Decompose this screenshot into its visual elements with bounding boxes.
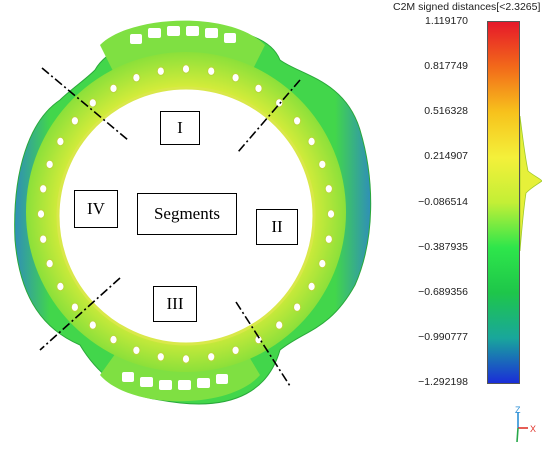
- bolt-hole: [109, 83, 118, 94]
- segment-label-iv: IV: [74, 190, 118, 228]
- scale-title: C2M signed distances[<2.3265]: [393, 1, 541, 13]
- bolt-hole: [181, 64, 191, 74]
- bolt-hole: [231, 73, 240, 83]
- bolt-hole: [109, 334, 118, 345]
- bolt-hole: [318, 159, 327, 170]
- segments-center-label: Segments: [137, 193, 237, 235]
- bolt-hole: [70, 116, 80, 126]
- bolt-hole: [156, 66, 165, 76]
- bolt-hole: [275, 320, 284, 330]
- bottom-slots: [122, 372, 228, 390]
- bolt-hole: [45, 258, 54, 269]
- scale-tick-4: −0.086514: [418, 195, 468, 208]
- bolt-hole: [307, 281, 316, 292]
- x-axis-label: X: [530, 424, 536, 434]
- bolt-hole: [326, 209, 336, 219]
- scale-tick-0: 1.119170: [424, 15, 468, 27]
- bolt-hole: [39, 184, 48, 194]
- bolt-hole: [45, 159, 54, 170]
- bolt-hole: [36, 209, 46, 219]
- bolt-hole: [231, 345, 240, 355]
- bolt-hole: [254, 83, 263, 94]
- bolt-hole: [70, 302, 80, 312]
- scale-tick-7: −0.990777: [418, 330, 468, 343]
- bolt-hole: [207, 352, 216, 362]
- segment-label-i: I: [160, 111, 200, 145]
- scale-tick-6: −0.689356: [418, 285, 468, 298]
- bolt-hole: [56, 136, 65, 147]
- bolt-hole: [293, 116, 302, 126]
- scale-tick-8: −1.292198: [418, 376, 468, 388]
- bolt-hole: [88, 98, 97, 108]
- bolt-hole: [181, 354, 191, 364]
- bolt-hole: [307, 136, 316, 147]
- bolt-hole: [156, 352, 165, 362]
- bolt-hole: [324, 234, 333, 244]
- bolt-hole: [318, 258, 327, 269]
- bolt-hole: [132, 345, 141, 355]
- bolt-hole: [88, 320, 97, 330]
- segment-label-ii: II: [256, 209, 298, 245]
- segment-dividers: [39, 67, 301, 387]
- bolt-hole: [207, 66, 216, 76]
- bolt-hole: [254, 334, 263, 345]
- y-axis: [516, 427, 519, 443]
- distribution-histogram: [520, 115, 542, 252]
- color-scale-bar: [487, 21, 520, 384]
- bolt-holes: [36, 64, 336, 364]
- scale-tick-3: 0.214907: [424, 150, 468, 163]
- bolt-hole: [324, 184, 333, 194]
- bolt-hole: [275, 98, 284, 108]
- orientation-axes-gizmo: Z X: [515, 406, 536, 443]
- scale-tick-1: 0.817749: [424, 60, 468, 73]
- bolt-hole: [132, 73, 141, 83]
- top-slots: [130, 26, 236, 44]
- scale-tick-5: −0.387935: [418, 240, 468, 253]
- bolt-hole: [39, 234, 48, 244]
- scale-tick-2: 0.516328: [424, 105, 468, 118]
- segment-label-iii: III: [153, 286, 197, 322]
- z-axis-label: Z: [515, 406, 521, 415]
- bolt-hole: [56, 281, 65, 292]
- bolt-hole: [293, 302, 302, 312]
